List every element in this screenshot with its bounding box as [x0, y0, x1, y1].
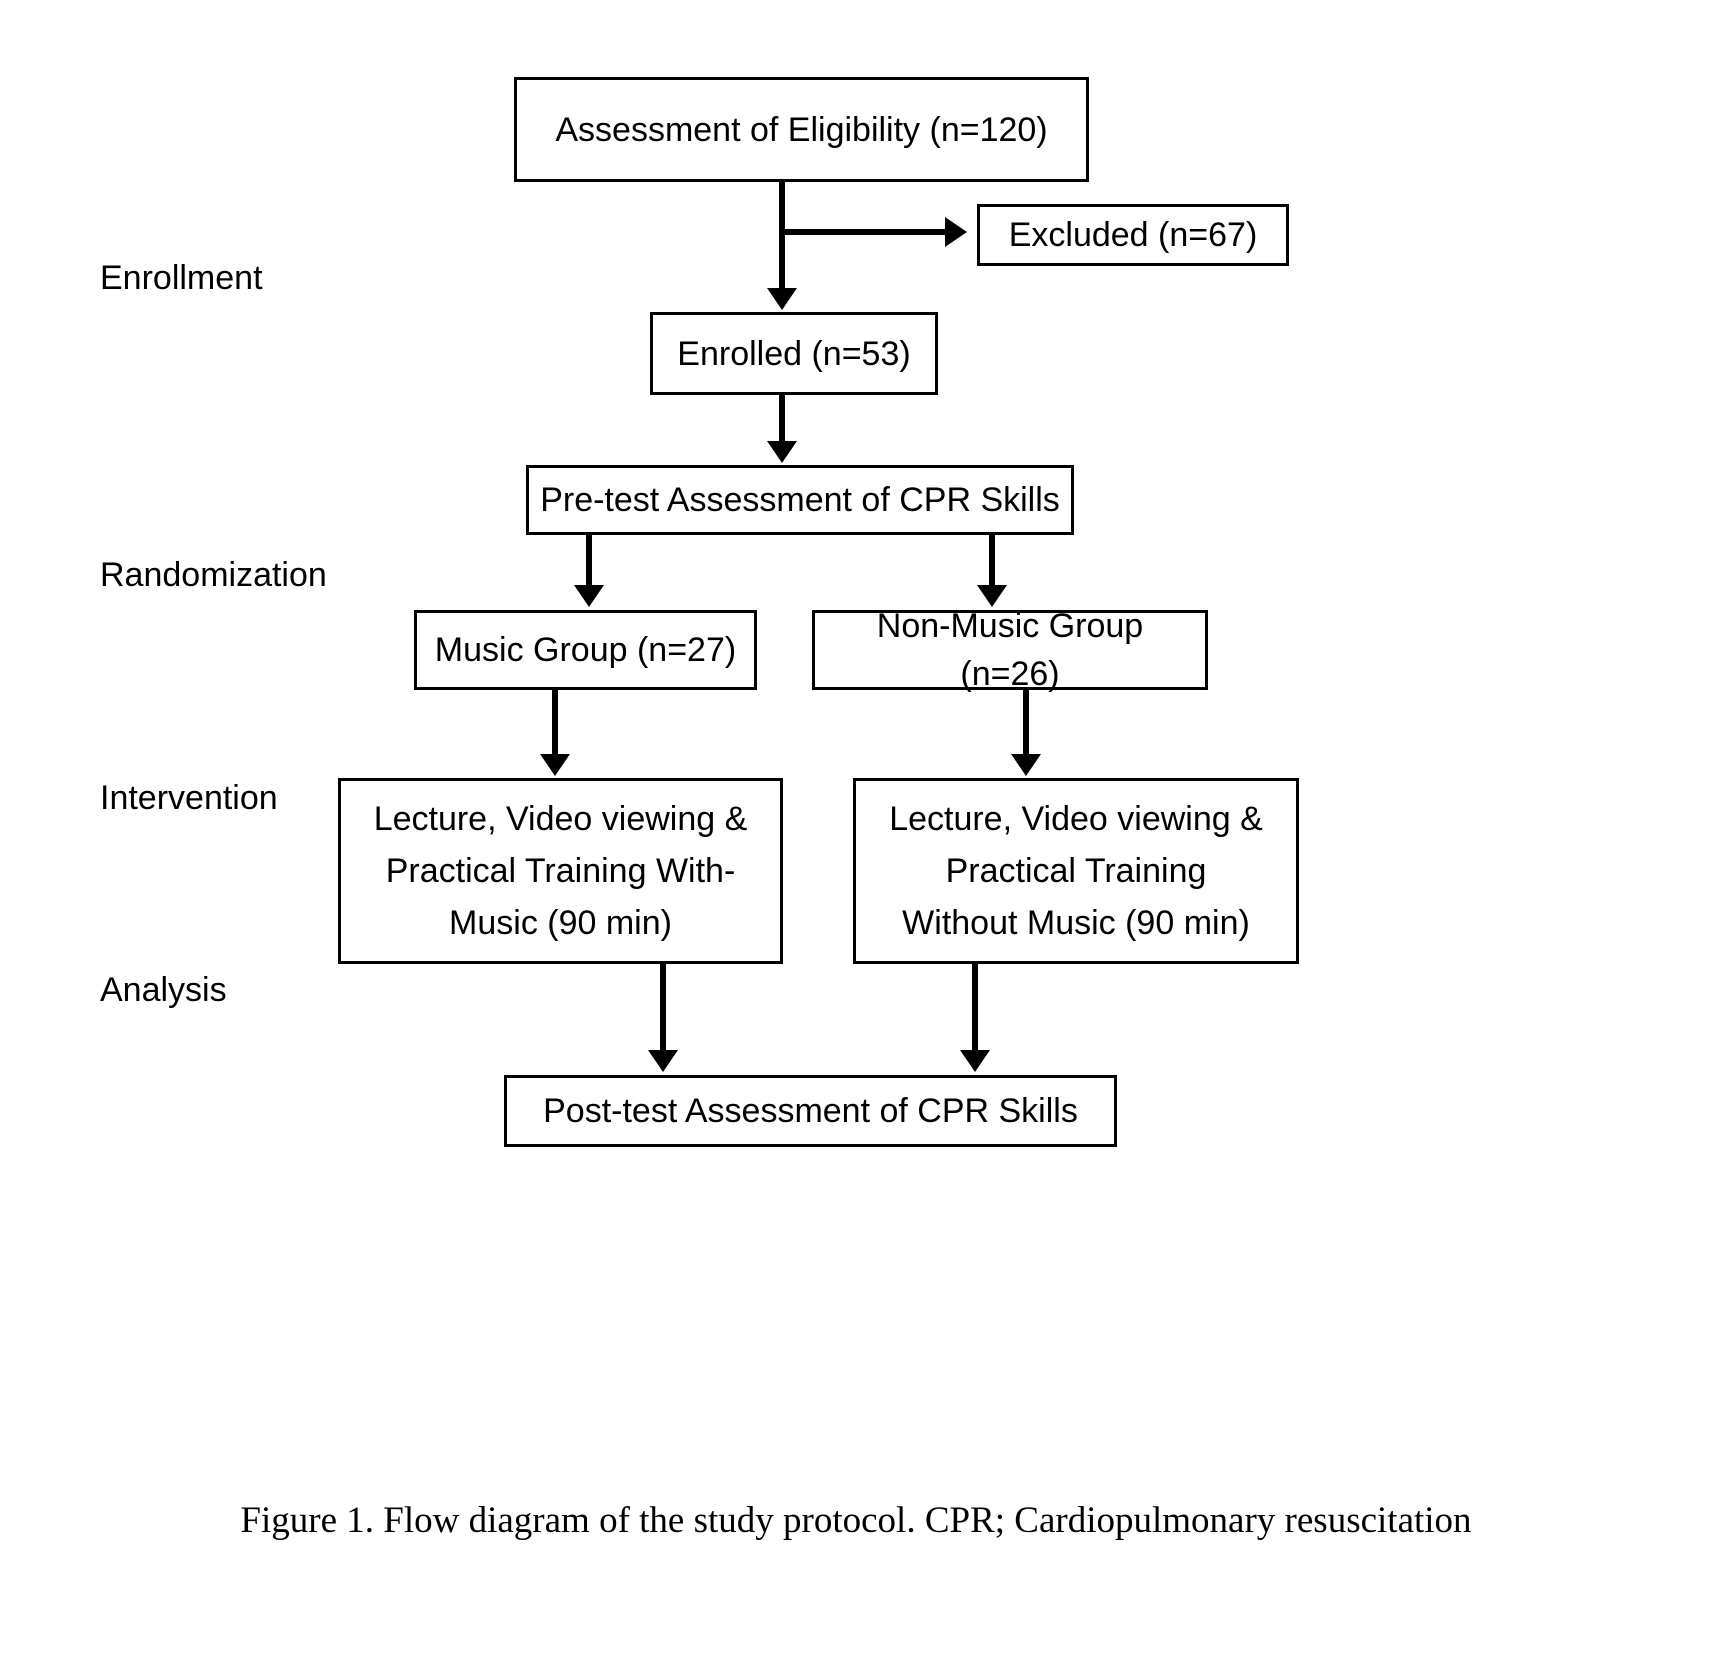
- node-assessment-of-eligibility: Assessment of Eligibility (n=120): [514, 77, 1089, 182]
- node-music-training: Lecture, Video viewing & Practical Train…: [338, 778, 783, 964]
- node-enrolled: Enrolled (n=53): [650, 312, 938, 395]
- connector-pretest-to-non-music-group-line: [989, 535, 995, 587]
- node-label: Post-test Assessment of CPR Skills: [543, 1092, 1078, 1130]
- connector-enrolled-to-pretest-arrow: [767, 441, 797, 463]
- connector-music-group-to-training-arrow: [540, 754, 570, 776]
- stage-label-intervention: Intervention: [100, 779, 278, 817]
- connector-non-music-training-to-posttest-arrow: [960, 1050, 990, 1072]
- connector-music-training-to-posttest-line: [660, 964, 666, 1054]
- figure-caption: Figure 1. Flow diagram of the study prot…: [240, 1500, 1472, 1541]
- node-label: Enrolled (n=53): [677, 334, 911, 373]
- node-label: Excluded (n=67): [1008, 216, 1258, 254]
- connector-enrolled-to-pretest-line: [779, 395, 785, 445]
- connector-eligibility-to-enrolled-line: [779, 182, 785, 290]
- connector-non-music-group-to-training-arrow: [1011, 754, 1041, 776]
- node-posttest-assessment: Post-test Assessment of CPR Skills: [504, 1075, 1117, 1147]
- connector-pretest-to-music-group-line: [586, 535, 592, 587]
- connector-music-training-to-posttest-arrow: [648, 1050, 678, 1072]
- connector-non-music-group-to-training-line: [1023, 690, 1029, 756]
- stage-label-analysis: Analysis: [100, 971, 227, 1009]
- connector-pretest-to-music-group-arrow: [574, 585, 604, 607]
- node-non-music-training: Lecture, Video viewing & Practical Train…: [853, 778, 1299, 964]
- node-label: Music Group (n=27): [434, 631, 737, 669]
- stage-label-randomization: Randomization: [100, 556, 327, 594]
- node-label: Lecture, Video viewing & Practical Train…: [373, 800, 748, 942]
- node-label: Pre-test Assessment of CPR Skills: [540, 481, 1060, 519]
- connector-eligibility-to-enrolled-arrow: [767, 288, 797, 310]
- stage-label-enrollment: Enrollment: [100, 259, 263, 297]
- connector-eligibility-to-excluded-line: [779, 229, 945, 235]
- connector-eligibility-to-excluded-arrow: [945, 217, 967, 247]
- node-excluded: Excluded (n=67): [977, 204, 1289, 266]
- node-label: Non-Music Group (n=26): [876, 607, 1144, 693]
- node-music-group: Music Group (n=27): [414, 610, 757, 690]
- connector-pretest-to-non-music-group-arrow: [977, 585, 1007, 607]
- connector-non-music-training-to-posttest-line: [972, 964, 978, 1054]
- connector-music-group-to-training-line: [552, 690, 558, 756]
- node-label: Lecture, Video viewing & Practical Train…: [889, 800, 1263, 942]
- node-non-music-group: Non-Music Group (n=26): [812, 607, 1208, 693]
- node-label: Assessment of Eligibility (n=120): [555, 110, 1048, 149]
- node-pretest-assessment: Pre-test Assessment of CPR Skills: [526, 465, 1074, 535]
